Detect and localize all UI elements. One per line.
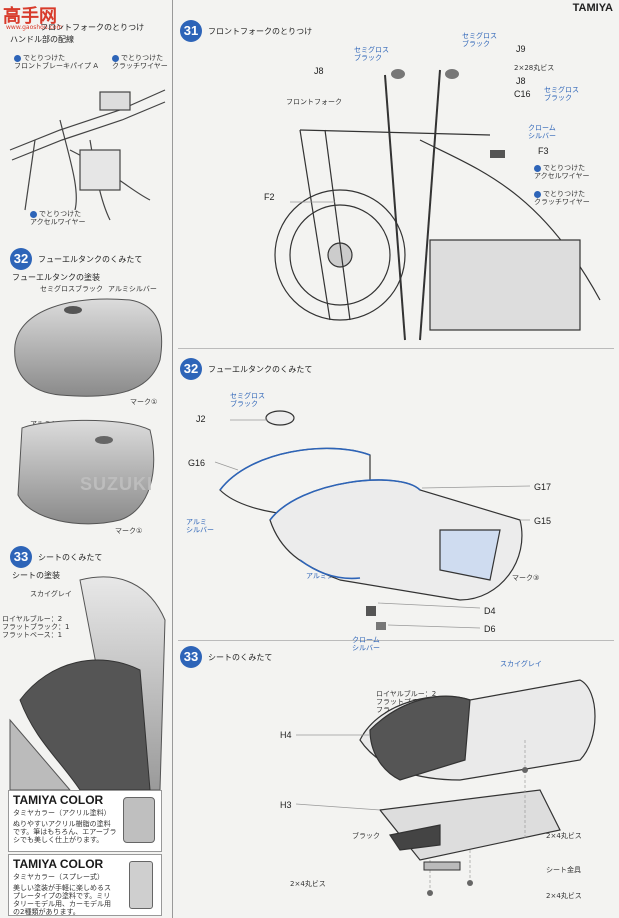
- note-number-icon: [534, 164, 541, 172]
- paint-mix-label: ロイヤルブルー：2 フラットブラック：1 フラットベース：1: [2, 615, 70, 639]
- part-g15: G15: [534, 516, 552, 526]
- mark-label: マーク①: [130, 398, 158, 406]
- step-divider-2: [178, 640, 614, 641]
- label-chrome-silver-2: クローム シルバー: [352, 636, 380, 652]
- step-number-badge: 33: [10, 546, 32, 568]
- color-label-semigloss: セミグロスブラック: [40, 285, 103, 293]
- ad-subtitle: タミヤカラー（アクリル塗料）: [13, 809, 111, 817]
- part-h4: H4: [280, 730, 292, 740]
- part-j2: J2: [196, 414, 206, 424]
- watermark-url: www.gaoshou.com: [6, 24, 63, 31]
- left-step33-title: シートのくみたて: [38, 553, 103, 562]
- label-mark-3: マーク③: [512, 574, 540, 582]
- left-fork-caption: フロントフォークのとりつけ: [40, 23, 145, 32]
- left-step33-subtitle: シートの塗装: [12, 571, 60, 580]
- step-number-badge: 31: [180, 20, 202, 42]
- label-screw-2x4-b: 2×4丸ビス: [290, 880, 326, 888]
- label-screw-2x4-a: 2×4丸ビス: [546, 832, 582, 840]
- paint-bottle-icon: [123, 797, 155, 843]
- note-number-icon: [14, 54, 21, 62]
- part-j8-left: J8: [314, 66, 324, 76]
- part-g16: G16: [188, 458, 206, 468]
- part-c16: C16: [514, 89, 531, 99]
- left-wiring-caption: ハンドル部の配線: [10, 35, 74, 44]
- step32-title: フューエルタンクのくみたて: [208, 365, 313, 374]
- step-number-badge: 33: [180, 646, 202, 668]
- part-h3: H3: [280, 800, 292, 810]
- note-number-icon: [112, 54, 119, 62]
- column-divider: [172, 0, 173, 918]
- watermark-text: 高手网: [3, 6, 57, 27]
- label-semigloss-cap: セミグロス ブラック: [230, 392, 265, 408]
- ad-body: ぬりやすいアクリル樹脂の塗料です。筆はもちろん、エアーブラシでも美しく仕上がりま…: [13, 820, 117, 844]
- left-step32-subtitle: フューエルタンクの塗装: [12, 273, 100, 282]
- label-clutch-wire: でとりつけた クラッチワイヤー: [534, 190, 590, 206]
- label-screw-2x4-c: 2×4丸ビス: [546, 892, 582, 900]
- wiring-note-3: でとりつけた アクセルワイヤー: [30, 210, 86, 226]
- part-d6: D6: [484, 624, 496, 634]
- label-semigloss-b: セミグロス ブラック: [462, 32, 497, 48]
- label-seat-bracket: シート金具: [546, 866, 581, 874]
- step-number-badge: 32: [180, 358, 202, 380]
- suzuki-logo-text: SUZUKI: [80, 474, 153, 494]
- note-number-icon: [30, 210, 37, 218]
- color-label-silver: アルミシルバー: [108, 285, 157, 293]
- part-g17: G17: [534, 482, 552, 492]
- wiring-note-2: でとりつけた クラッチワイヤー: [112, 54, 168, 70]
- label-front-fork: フロントフォーク: [286, 98, 342, 106]
- label-accel-wire: でとりつけた アクセルワイヤー: [534, 164, 590, 180]
- tamiya-color-ad-spray: TAMIYA COLOR タミヤカラー（スプレー式） 美しい塗装が手軽に楽しめる…: [8, 854, 162, 916]
- label-semigloss-a: セミグロス ブラック: [354, 46, 389, 62]
- part-f3: F3: [538, 146, 549, 156]
- part-j9: J9: [516, 44, 526, 54]
- step33-title: シートのくみたて: [208, 653, 273, 662]
- ad-title: TAMIYA COLOR: [13, 857, 104, 871]
- wiring-note-1: でとりつけた フロントブレーキパイプ A: [14, 54, 99, 70]
- step-divider-1: [178, 348, 614, 349]
- label-chrome-silver: クローム シルバー: [528, 124, 556, 140]
- step-number-badge: 32: [10, 248, 32, 270]
- label-black: ブラック: [352, 832, 380, 840]
- left-step32-title: フューエルタンクのくみたて: [38, 255, 143, 264]
- label-skygray: スカイグレイ: [500, 660, 542, 668]
- spray-can-icon: [129, 861, 153, 909]
- label-semigloss-c: セミグロス ブラック: [544, 86, 579, 102]
- mark-label-2: マーク①: [115, 527, 143, 535]
- note-number-icon: [534, 190, 541, 198]
- part-j8-right: J8: [516, 76, 526, 86]
- tamiya-color-ad-acrylic: TAMIYA COLOR タミヤカラー（アクリル塗料） ぬりやすいアクリル樹脂の…: [8, 790, 162, 852]
- skygray-label: スカイグレイ: [30, 590, 72, 598]
- ad-body: 美しい塗装が手軽に楽しめるスプレータイプの塗料です。ミリタリーモデル用、カーモデ…: [13, 884, 111, 916]
- part-d4: D4: [484, 606, 496, 616]
- ad-subtitle: タミヤカラー（スプレー式）: [13, 873, 104, 881]
- brand-header: TAMIYA: [572, 2, 613, 14]
- label-alu-silver: アルミ シルバー: [186, 518, 214, 534]
- step31-title: フロントフォークのとりつけ: [208, 27, 313, 36]
- watermark-logo: 高手网: [3, 2, 57, 28]
- ad-title: TAMIYA COLOR: [13, 793, 104, 807]
- part-f2: F2: [264, 192, 275, 202]
- label-screw-2x28: 2×28丸ビス: [514, 64, 555, 72]
